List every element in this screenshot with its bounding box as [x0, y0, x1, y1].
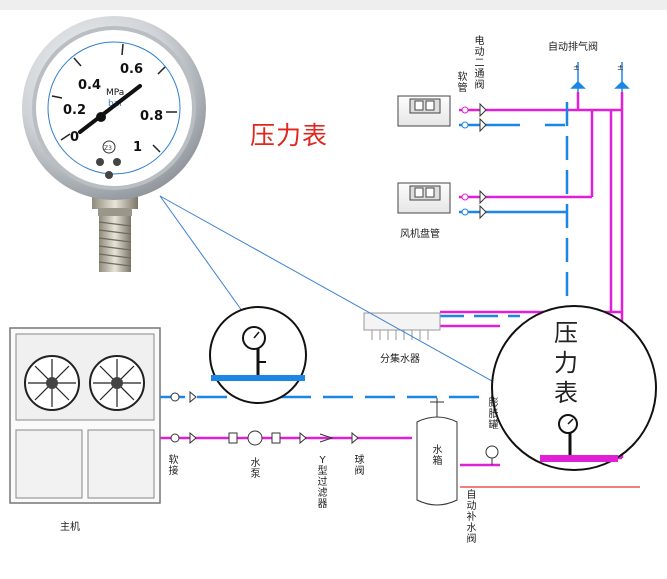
label-expansion-tank: 膨胀罐: [488, 398, 499, 431]
label-water-tank: 水箱: [432, 445, 443, 467]
gauge-tick-0.2: 0.2: [63, 103, 86, 118]
label-soft-joint: 软接: [168, 455, 179, 477]
fan-coil-unit-bottom: [397, 182, 487, 220]
bottom-line-fittings: [170, 390, 359, 446]
return-pipes: [155, 102, 569, 399]
gauge-needle: [78, 84, 142, 134]
label-auto-fill-valve: 自动补水阀: [466, 490, 477, 545]
diagram-title: 压力表: [250, 121, 329, 150]
gauge-tick-0: 0: [70, 130, 79, 145]
main-unit-heat-pump: [9, 327, 161, 504]
zoom-circle-left: [209, 306, 307, 404]
label-pressure-gauge-large: 压力表: [554, 319, 578, 407]
zoom-circle-right: [491, 305, 657, 471]
gauge-tick-1: 1: [133, 140, 142, 155]
gauge-tick-0.8: 0.8: [140, 109, 163, 124]
label-air-vent: 自动排气阀: [548, 42, 598, 53]
label-y-filter: Y型过滤器: [317, 455, 328, 510]
manifold: [363, 312, 441, 340]
label-manifold: 分集水器: [380, 354, 420, 365]
gauge-tick-0.6: 0.6: [120, 62, 143, 77]
label-electric-valve: 电动二通阀: [474, 36, 485, 91]
gauge-unit: MPa: [106, 88, 124, 98]
label-pump: 水泵: [250, 458, 261, 480]
label-ball-valve: 球阀: [354, 455, 365, 477]
fan-coil-unit-top: [397, 95, 487, 133]
svg-text:±: ±: [617, 63, 624, 72]
svg-text:±: ±: [573, 63, 580, 72]
label-main-unit: 主机: [60, 522, 80, 533]
pressure-gauge-image: 0 0.2 0.4 0.6 0.8 1 MPa bar Z3: [22, 16, 206, 272]
gauge-badge: Z3: [104, 145, 112, 152]
expansion-tank: [485, 445, 499, 465]
gauge-tick-0.4: 0.4: [78, 78, 101, 93]
water-tank: [416, 398, 458, 506]
label-fan-coil: 风机盘管: [400, 229, 440, 240]
air-vent-valves: ± ±: [570, 62, 630, 92]
label-hose-top: 软管: [457, 72, 468, 94]
top-shadow: [0, 0, 667, 10]
